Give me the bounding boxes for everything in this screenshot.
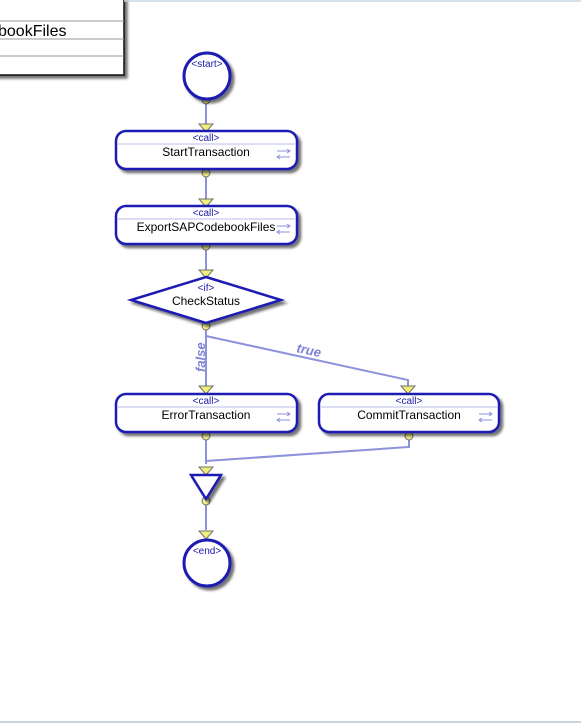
export-name: ExportSAPCodebookFiles (137, 220, 276, 234)
call-node-errortransaction[interactable]: <call> ErrorTransaction (114, 392, 299, 434)
call-arrows-icon (276, 411, 291, 423)
errortransaction-stereotype: <call> (193, 396, 220, 407)
export-stereotype: <call> (193, 208, 220, 219)
call-node-exportsapcodebookfiles[interactable]: <call> ExportSAPCodebookFiles (114, 204, 299, 246)
call-node-committransaction[interactable]: <call> CommitTransaction (317, 392, 501, 434)
starttransaction-name: StartTransaction (162, 145, 250, 159)
end-stereotype: <end> (193, 546, 222, 557)
merge-node[interactable] (188, 473, 224, 502)
call-arrows-icon (478, 411, 493, 423)
true-edge-label: true (295, 340, 322, 360)
panel-item-label: bookFiles (0, 23, 66, 40)
if-node-checkstatus[interactable]: <if> CheckStatus (126, 275, 286, 325)
call-node-starttransaction[interactable]: <call> StartTransaction (114, 129, 299, 171)
checkstatus-stereotype: <if> (198, 283, 215, 294)
errortransaction-name: ErrorTransaction (162, 408, 251, 422)
input-arrows (197, 123, 417, 540)
start-node[interactable]: <start> (182, 51, 232, 101)
committransaction-name: CommitTransaction (357, 408, 461, 422)
checkstatus-name: CheckStatus (172, 294, 240, 308)
committransaction-stereotype: <call> (396, 396, 423, 407)
edge-true-branch (205, 335, 409, 386)
call-arrows-icon (276, 148, 291, 160)
call-arrows-icon (276, 223, 291, 235)
starttransaction-stereotype: <call> (193, 133, 220, 144)
partial-panel[interactable]: bookFiles (0, 0, 125, 76)
false-edge-label: false (193, 342, 208, 372)
end-node[interactable]: <end> (182, 538, 232, 588)
start-stereotype: <start> (191, 59, 222, 70)
edge-commit-to-merge (205, 436, 410, 462)
